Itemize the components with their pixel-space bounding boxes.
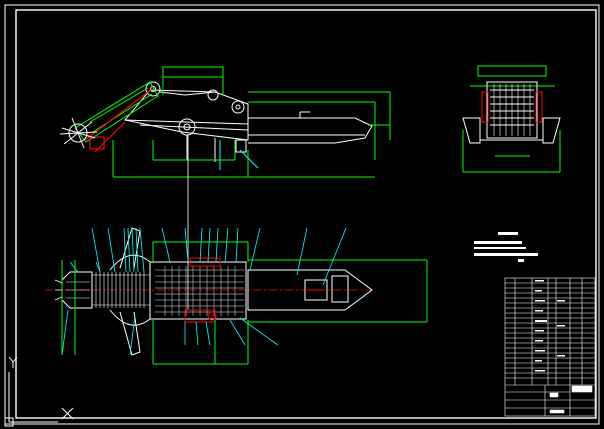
ucs-icon (4, 356, 74, 427)
side-elevation-view[interactable] (59, 66, 391, 310)
technical-notes-block[interactable] (474, 232, 538, 262)
plan-view[interactable] (45, 227, 428, 365)
sheet-border (4, 4, 600, 425)
parts-list-entries (535, 280, 565, 372)
title-block[interactable] (504, 277, 596, 417)
end-elevation-view[interactable] (462, 65, 561, 173)
